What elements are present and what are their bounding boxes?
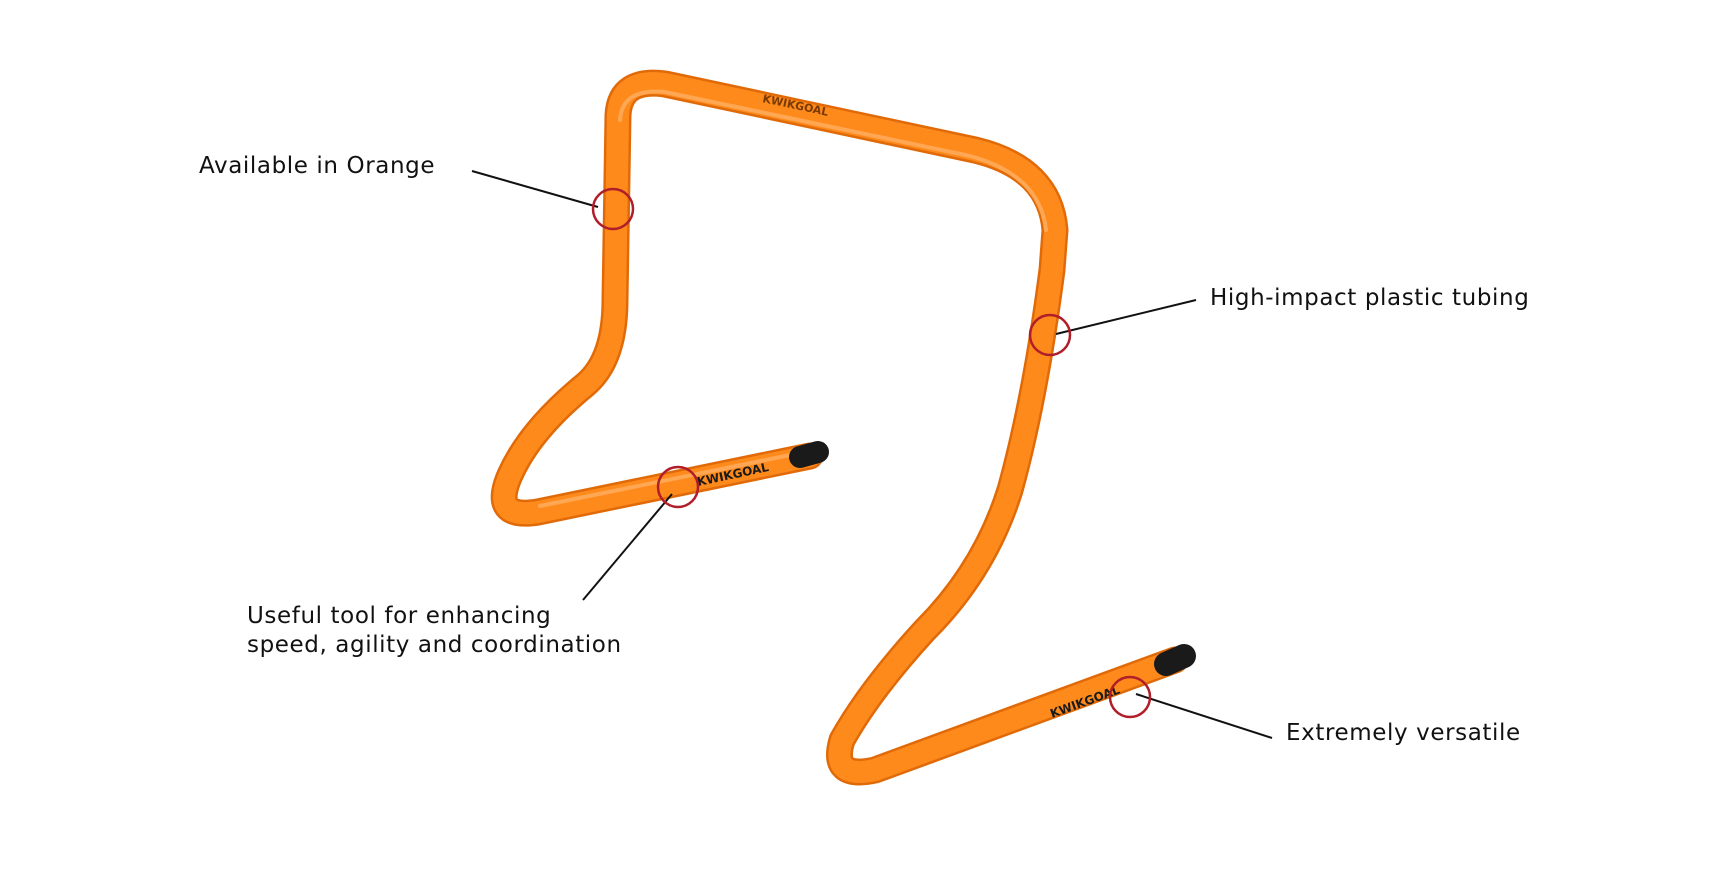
callout-circle-useful (656, 465, 700, 509)
callout-label-useful: Useful tool for enhancing speed, agility… (247, 602, 622, 660)
leader-line-useful (582, 493, 673, 601)
callout-circle-orange (591, 187, 635, 231)
leader-line-orange (471, 170, 599, 208)
callout-circle-versatile (1108, 675, 1152, 719)
leader-line-tubing (1055, 299, 1197, 335)
hurdle-tube (493, 72, 1186, 783)
callout-circle-tubing (1028, 313, 1072, 357)
callout-label-versatile: Extremely versatile (1286, 720, 1521, 746)
hurdle-tube-highlight (538, 89, 1048, 508)
leader-line-versatile (1135, 693, 1273, 739)
callout-label-useful-line-2: speed, agility and coordination (247, 632, 622, 658)
callout-label-tubing: High-impact plastic tubing (1210, 285, 1530, 311)
callout-label-useful-line-1: Useful tool for enhancing (247, 603, 552, 629)
hurdle-tube-edge (490, 69, 1189, 786)
callout-label-orange: Available in Orange (199, 153, 436, 179)
right-end-cap (1154, 644, 1196, 676)
left-end-cap (789, 441, 829, 468)
